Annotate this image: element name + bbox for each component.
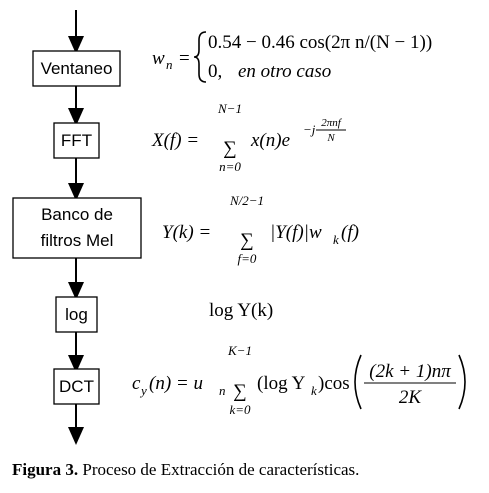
fft-lhs: X(f) =	[151, 130, 199, 151]
dct-body: (log Y	[257, 373, 306, 394]
log-equation: log Y(k)	[209, 300, 273, 321]
dct-right-paren	[458, 354, 466, 410]
fft-sum-upper: N−1	[217, 101, 242, 116]
dct-frac-num: (2k + 1)nπ	[369, 361, 451, 382]
window-brace	[193, 31, 207, 83]
fft-label: FFT	[61, 131, 92, 150]
ventaneo-label: Ventaneo	[41, 59, 113, 78]
mel-equation: Y(k) = N/2−1 ∑ f=0 |Y(f)|w k (f)	[162, 193, 359, 266]
dct-frac-den: 2K	[399, 387, 423, 408]
dct-box	[53, 368, 100, 405]
banco-box	[12, 197, 142, 259]
caption-label: Figura 3.	[12, 460, 79, 479]
window-case2-text: en otro caso	[238, 61, 331, 82]
dct-body-tail: )cos	[318, 373, 350, 394]
dct-sum-symbol: ∑	[233, 381, 247, 402]
fft-sum-symbol: ∑	[223, 138, 237, 159]
mel-body-sub: k	[333, 232, 339, 247]
banco-label-line2: filtros Mel	[41, 231, 114, 250]
mel-sum-lower: f=0	[238, 251, 257, 266]
dct-lhs-sub: y	[139, 383, 147, 398]
fft-exp-num: 2πnf	[321, 117, 343, 129]
figure-caption: Figura 3. Proceso de Extracción de carac…	[12, 460, 482, 480]
log-box	[55, 296, 98, 333]
window-equals: =	[179, 48, 190, 69]
caption-text: Proceso de Extracción de características…	[78, 460, 360, 479]
dct-label: DCT	[59, 377, 94, 396]
dct-lhs: c	[132, 373, 141, 394]
mel-sum-symbol: ∑	[240, 230, 254, 251]
ventaneo-box	[32, 50, 121, 87]
window-lhs-sub: n	[166, 57, 173, 72]
fft-body: x(n)e	[250, 130, 290, 151]
mel-body: |Y(f)|w	[270, 222, 322, 243]
window-case1: 0.54 − 0.46 cos(2π n/(N − 1))	[208, 32, 432, 53]
fft-exp-sign: −j	[303, 122, 316, 137]
dct-left-paren	[354, 354, 362, 410]
dct-body-sub: k	[311, 383, 317, 398]
log-label: log	[65, 305, 88, 324]
mel-lhs: Y(k) =	[162, 222, 211, 243]
dct-equation: c y (n) = u n K−1 ∑ k=0 (log Y k )cos (2…	[132, 343, 466, 417]
fft-sum-lower: n=0	[219, 159, 241, 174]
banco-label-line1: Banco de	[41, 205, 113, 224]
dct-u-sub: n	[219, 383, 226, 398]
mel-body-tail: (f)	[341, 222, 359, 243]
mel-sum-upper: N/2−1	[229, 193, 264, 208]
dct-sum-lower: k=0	[229, 402, 251, 417]
dct-lhs-tail: (n) = u	[149, 373, 203, 394]
fft-exp-den: N	[326, 132, 335, 144]
dct-sum-upper: K−1	[227, 343, 252, 358]
window-equation: w n = 0.54 − 0.46 cos(2π n/(N − 1)) 0, e…	[152, 31, 432, 83]
window-case2-value: 0,	[208, 61, 222, 82]
fft-equation: X(f) = N−1 ∑ n=0 x(n)e −j 2πnf N	[151, 101, 346, 174]
window-lhs: w	[152, 48, 165, 69]
fft-box	[53, 122, 100, 159]
